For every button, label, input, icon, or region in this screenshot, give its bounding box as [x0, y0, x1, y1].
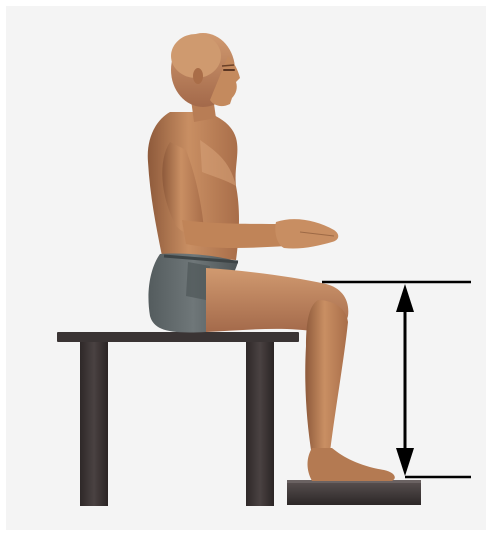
- hands: [275, 219, 338, 248]
- bench-top: [57, 332, 299, 342]
- bench-leg-right: [246, 340, 274, 506]
- foot: [308, 448, 395, 481]
- head: [171, 33, 240, 107]
- bench: [57, 332, 299, 506]
- bench-leg-left: [80, 340, 108, 506]
- arrowhead-up: [396, 284, 414, 312]
- lower-leg: [305, 300, 348, 456]
- footrest-step: [287, 480, 421, 505]
- arrowhead-down: [396, 448, 414, 476]
- forearm: [182, 220, 286, 248]
